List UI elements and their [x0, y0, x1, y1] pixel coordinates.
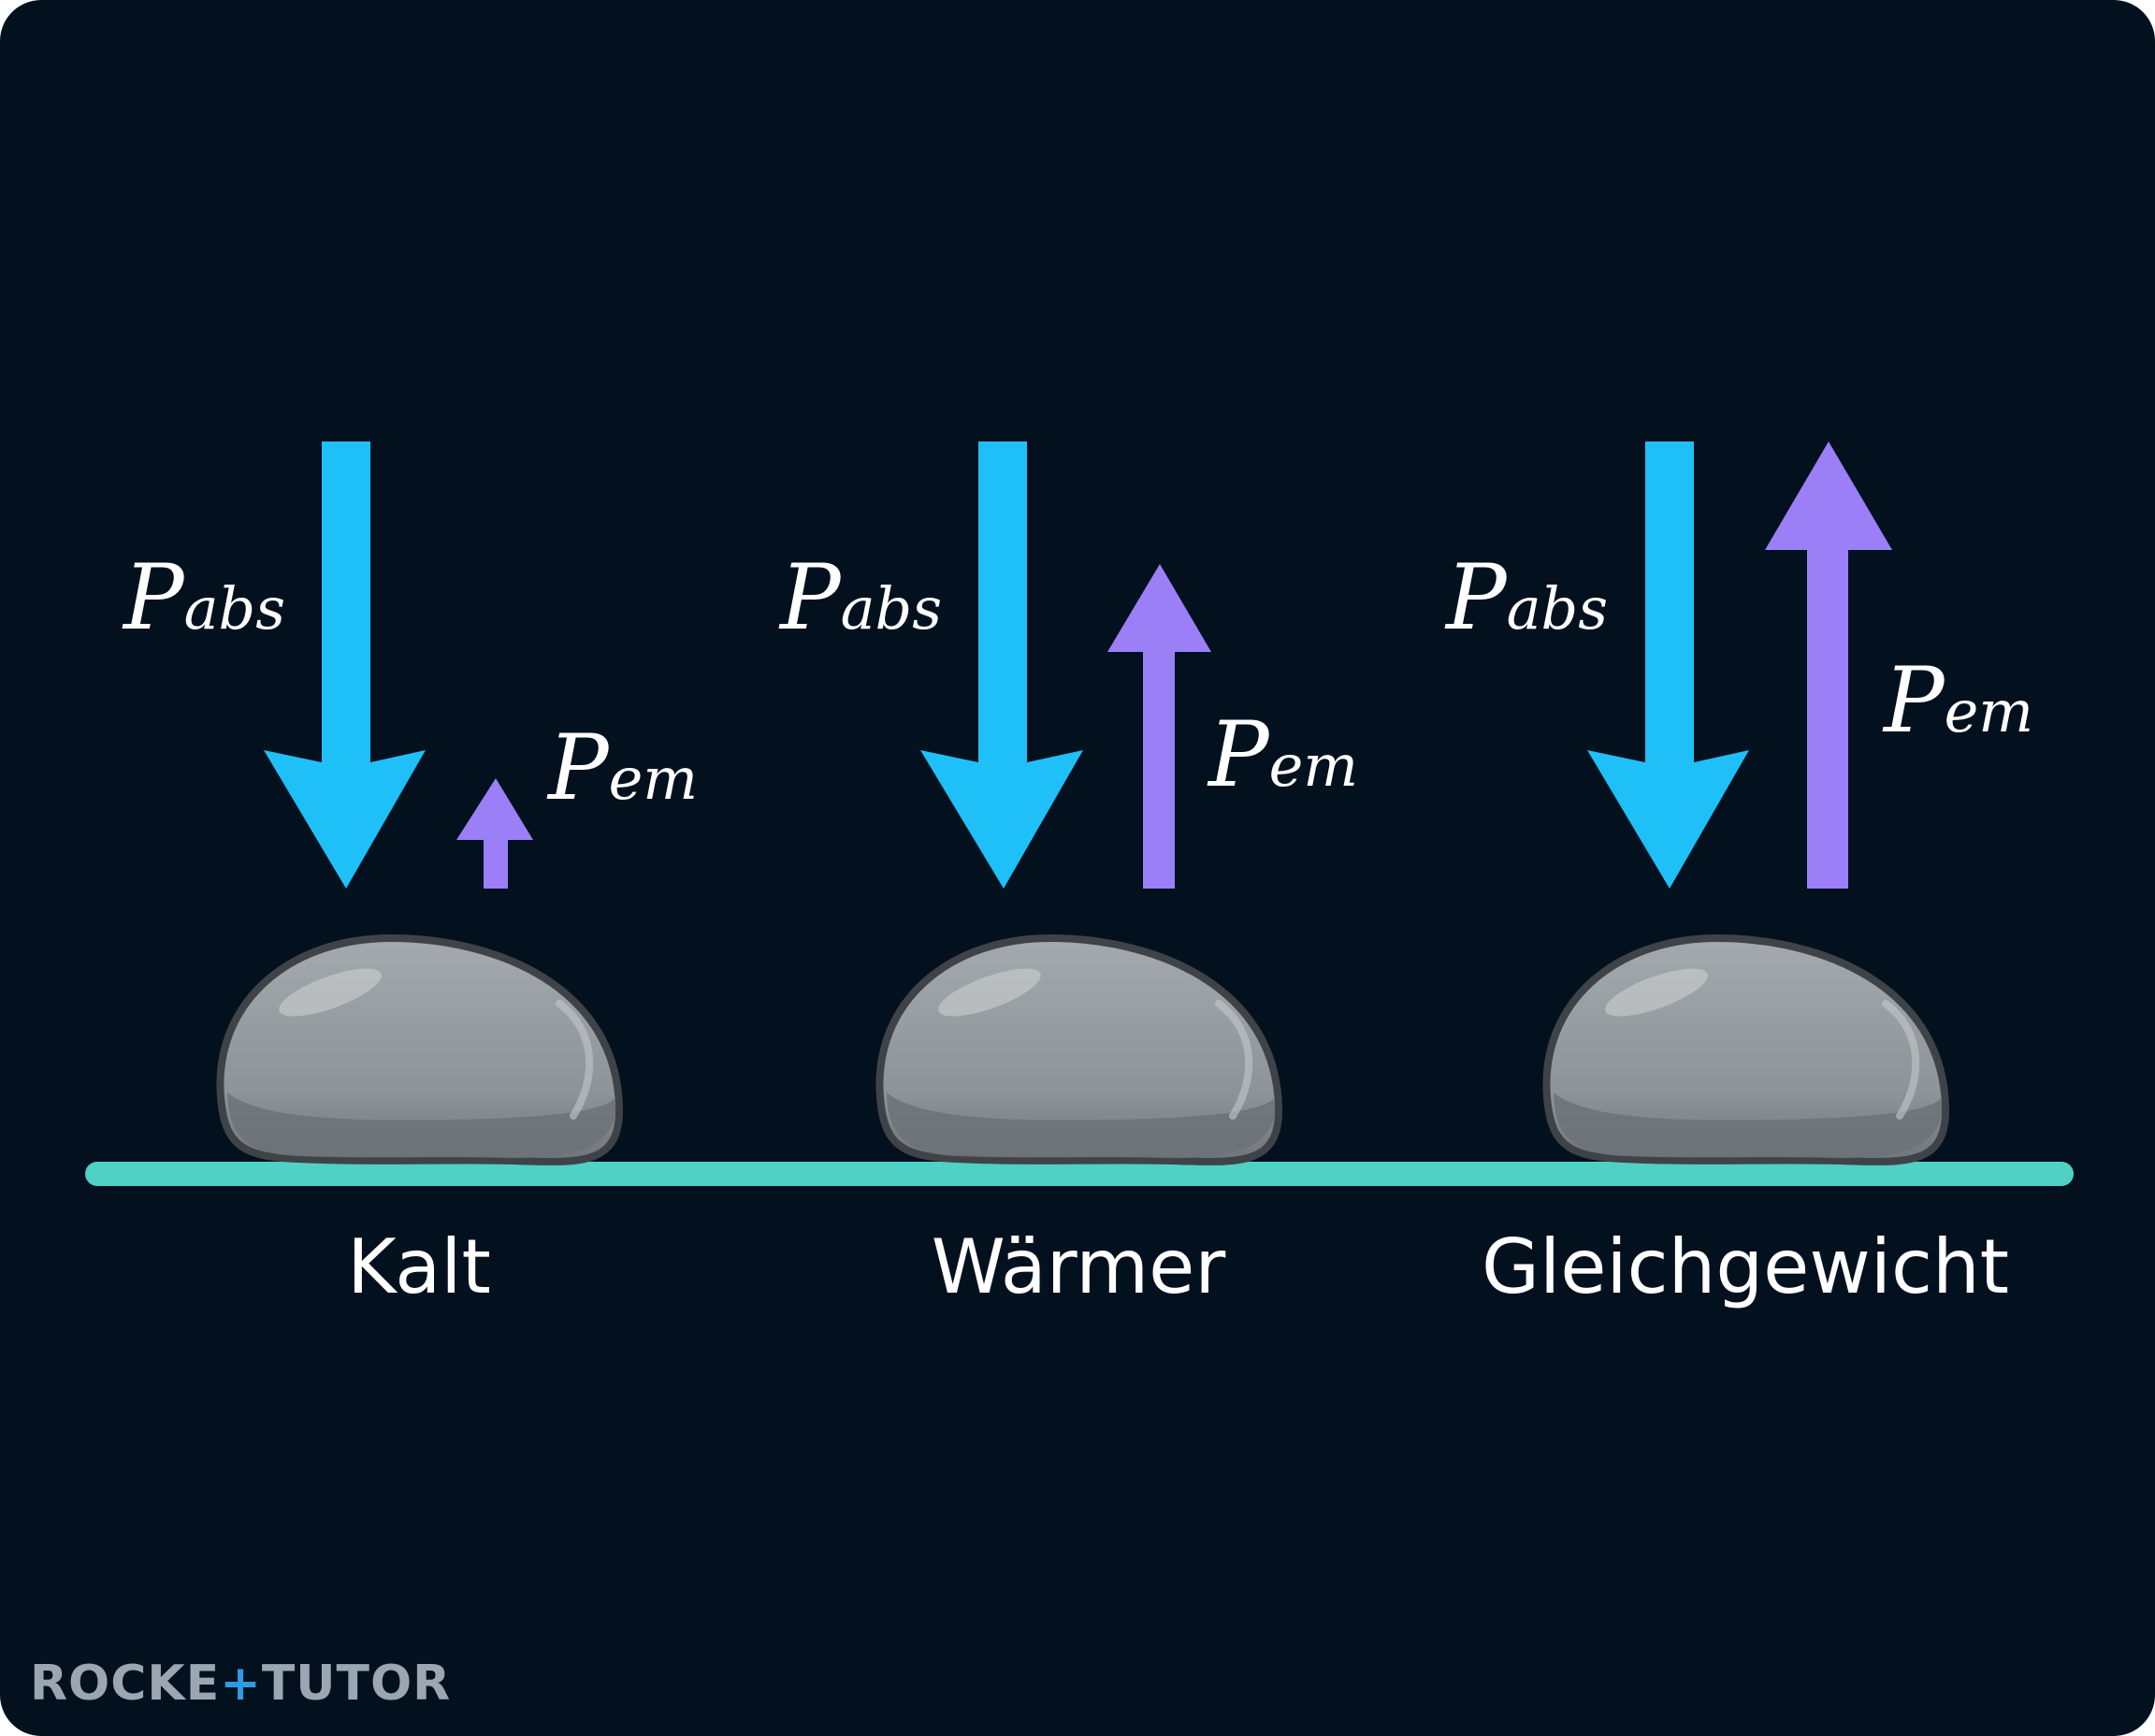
p-abs-label-equilibrium: Pabs	[1444, 545, 1608, 650]
p-abs-label-warmer: Pabs	[778, 545, 942, 650]
stone-cold	[216, 933, 624, 1165]
stage-equilibrium: Pabs Pem Gleichgewicht	[1444, 441, 2033, 1310]
logo-plus: +	[220, 1656, 262, 1712]
stage-label-warmer: Wärmer	[932, 1223, 1226, 1310]
absorbed-arrow-warmer	[920, 441, 1083, 889]
absorbed-arrow-equilibrium	[1587, 441, 1749, 889]
stage-cold: Pabs Pem Kalt	[122, 441, 698, 1310]
stone-equilibrium	[1542, 933, 1950, 1165]
logo-text-left: ROCKE	[30, 1656, 221, 1712]
p-em-label-equilibrium: Pem	[1882, 648, 2033, 753]
rocket-tutor-logo: ROCKE+TUTOR	[30, 1657, 451, 1710]
emitted-arrow-warmer	[1107, 564, 1211, 889]
emitted-arrow-equilibrium	[1765, 441, 1892, 889]
absorbed-arrow-cold	[264, 441, 426, 889]
stage-label-equilibrium: Gleichgewicht	[1482, 1223, 2009, 1310]
emitted-arrow-cold	[456, 778, 533, 889]
stage-warmer: Pabs Pem Wärmer	[778, 441, 1358, 1310]
stone-warmer	[875, 933, 1283, 1165]
logo-text-right: TUTOR	[261, 1656, 452, 1712]
p-abs-label-cold: Pabs	[122, 545, 285, 650]
stage-label-cold: Kalt	[347, 1223, 491, 1310]
p-em-label-cold: Pem	[546, 716, 698, 820]
p-em-label-warmer: Pem	[1207, 702, 1358, 807]
